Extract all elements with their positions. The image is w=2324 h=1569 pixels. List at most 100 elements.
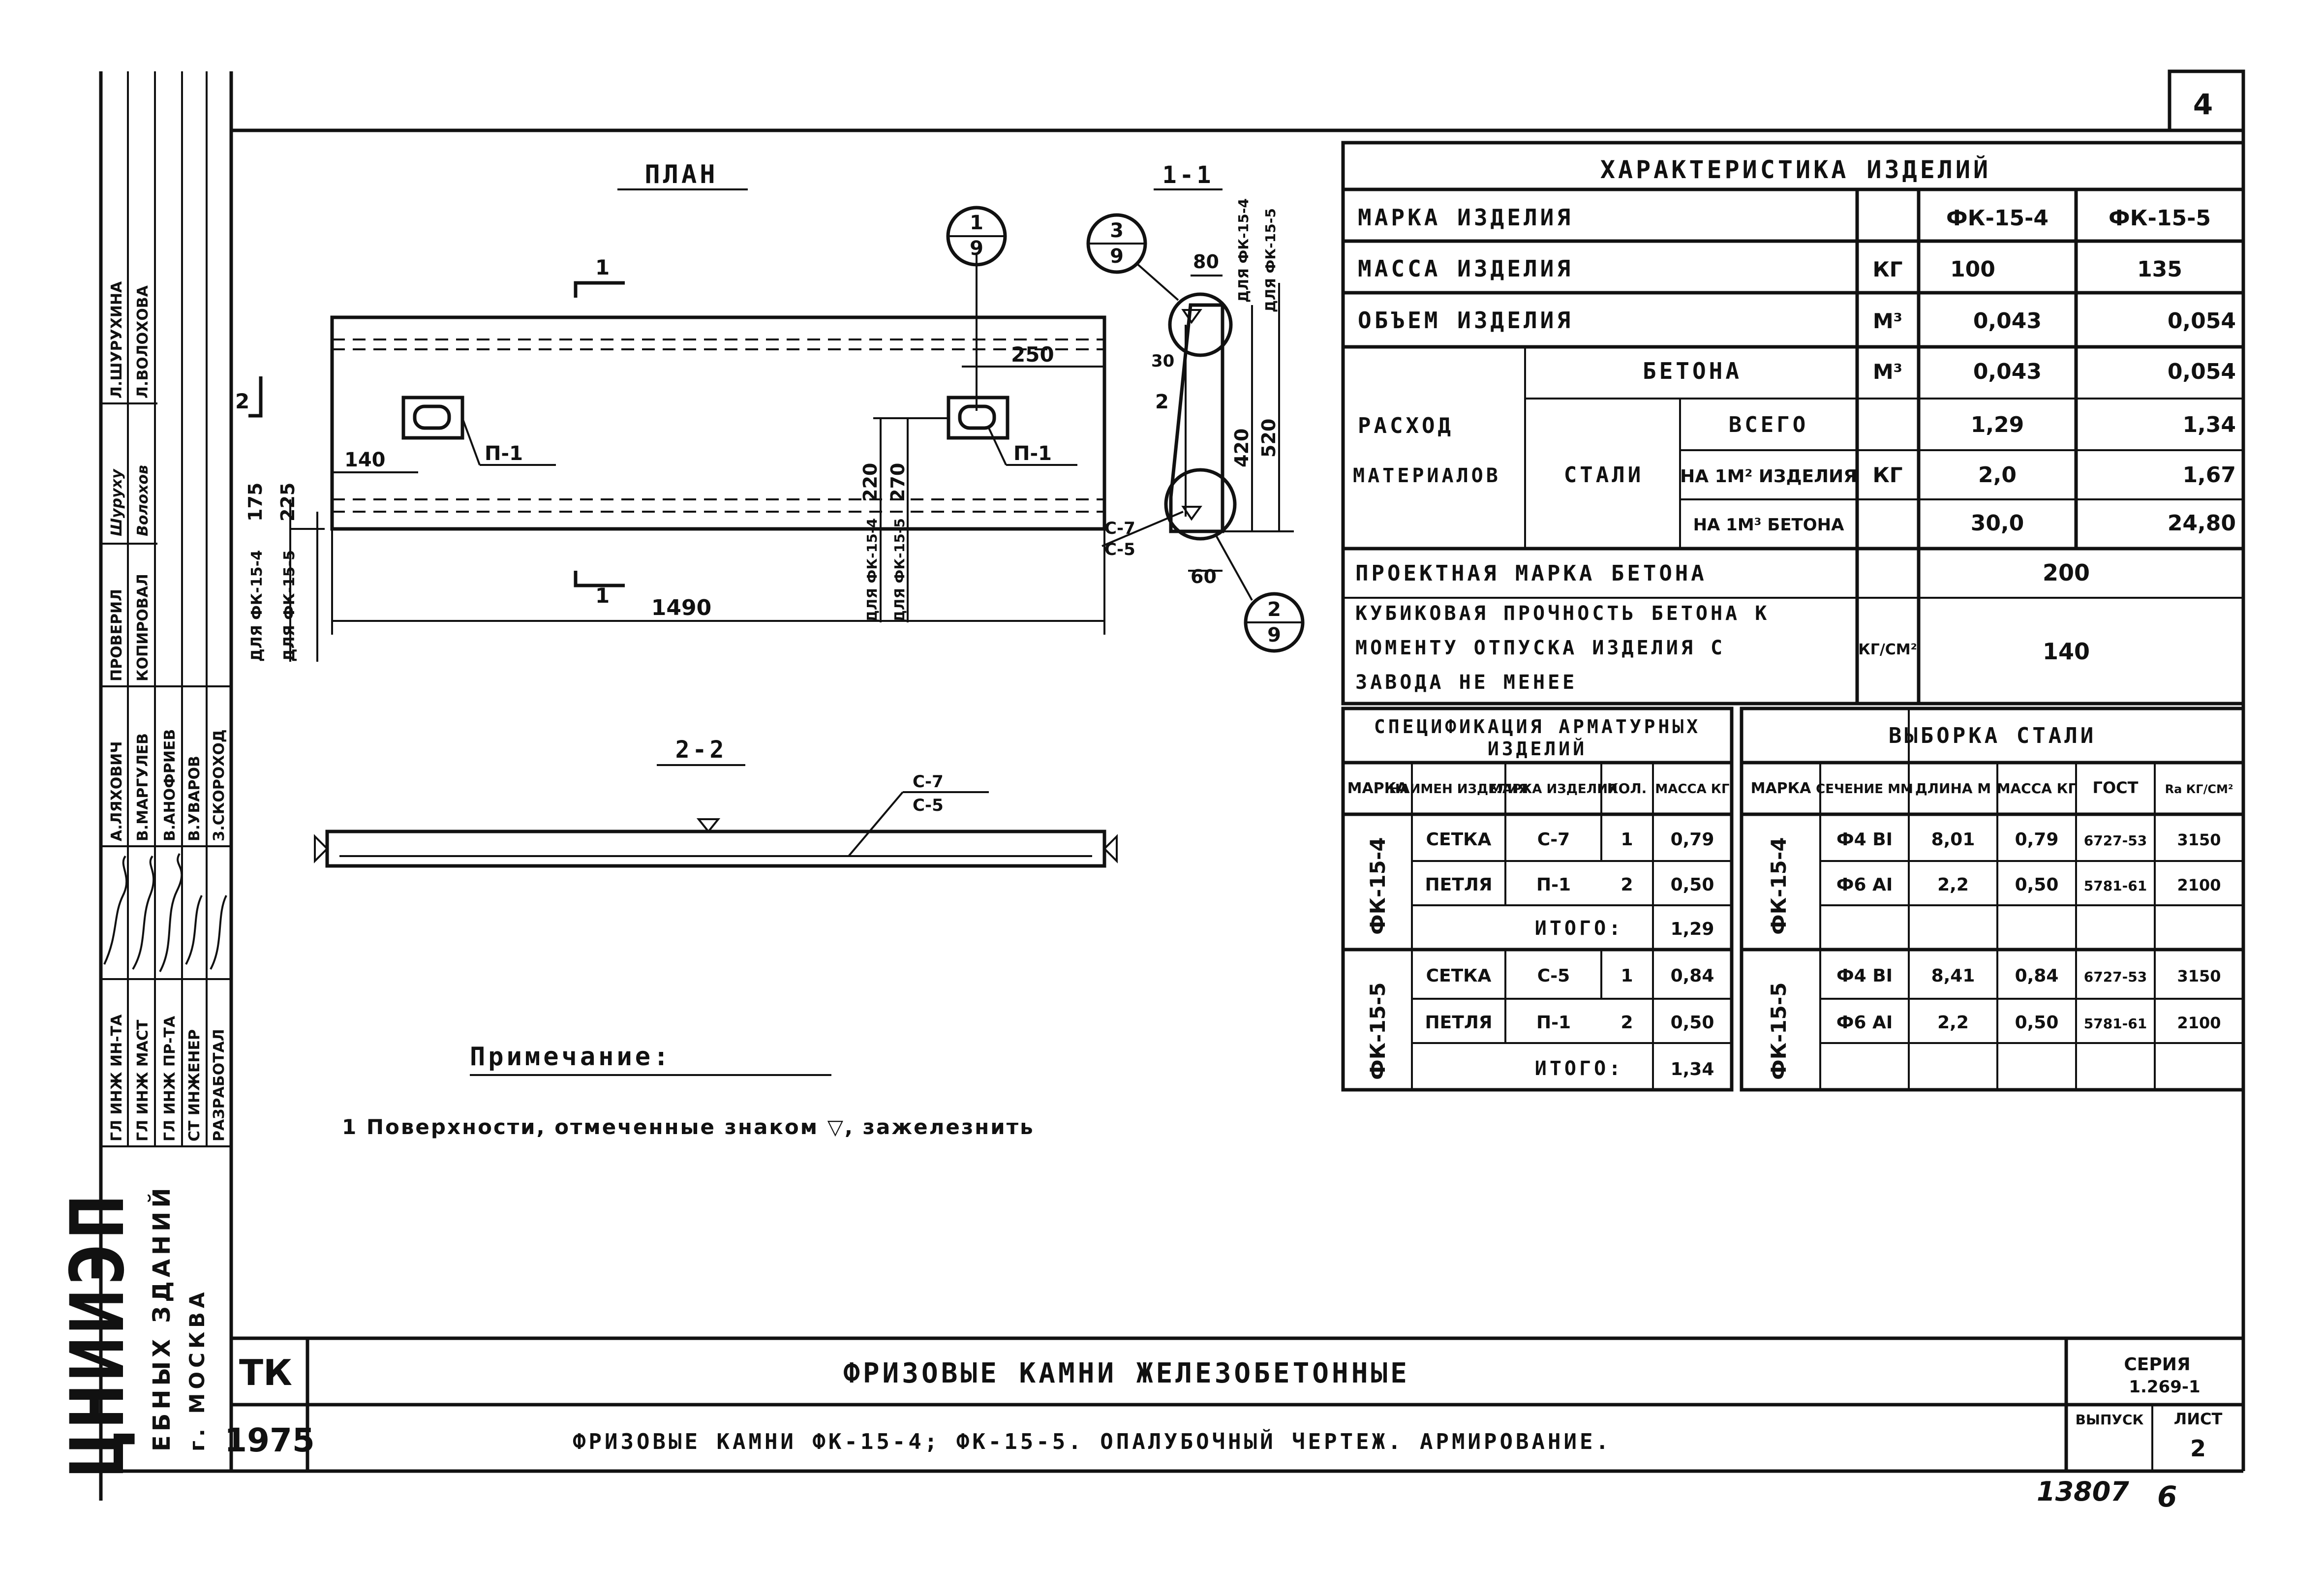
- title-block-grid: [231, 1336, 2243, 1471]
- char-volume-unit: М³: [1873, 309, 1902, 333]
- char-steel-unit: КГ: [1872, 463, 1902, 487]
- plan-dim-1490: 1490: [651, 595, 711, 620]
- char-steel-total-label: ВСЕГО: [1729, 412, 1808, 437]
- plan-cut-2: 2: [235, 389, 249, 413]
- char-concrete-fk155: 0,054: [2168, 359, 2236, 384]
- title-block-title: ФРИЗОВЫЕ КАМНИ ЖЕЛЕЗОБЕТОННЫЕ: [843, 1357, 1410, 1389]
- section22-title: 2-2: [675, 736, 727, 764]
- steel-g1-r1-ra: 3150: [2177, 831, 2221, 849]
- char-mark-label: МАРКА ИЗДЕЛИЯ: [1358, 204, 1573, 231]
- check-name-1: Л.ШУРУХИНА: [108, 281, 125, 399]
- char-grade-value: 200: [2043, 559, 2090, 586]
- plan-dim-140: 140: [344, 449, 386, 471]
- steel-g2-r1-section: Ф4 ВI: [1836, 966, 1893, 986]
- section11-callout2-top: 2: [1267, 598, 1281, 621]
- section11-dim-420: 420: [1231, 429, 1253, 467]
- name-4: В.УВАРОВ: [186, 756, 203, 841]
- steel-g2-r2-mass: 0,50: [2015, 1013, 2059, 1033]
- steel-header-gost: ГОСТ: [2093, 778, 2139, 797]
- char-table-grid: [1341, 141, 2245, 706]
- spec-g2-r2-name: ПЕТЛЯ: [1425, 1013, 1493, 1033]
- char-steel-total-fk154: 1,29: [1971, 412, 2024, 437]
- plan-for-fk154-left: ДЛЯ ФК-15-4: [248, 550, 266, 662]
- section11-label-2: 2: [1155, 391, 1169, 413]
- char-strength-line2: МОМЕНТУ ОТПУСКА ИЗДЕЛИЯ С: [1355, 637, 1725, 659]
- spec-g2-r1-qty: 1: [1621, 966, 1633, 986]
- spec-title-1: СПЕЦИФИКАЦИЯ АРМАТУРНЫХ: [1374, 716, 1701, 738]
- check-role-2: КОПИРОВАЛ: [134, 574, 152, 681]
- section11-title: 1-1: [1162, 161, 1214, 189]
- plan-view: [248, 206, 1106, 662]
- char-volume-label: ОБЪЕМ ИЗДЕЛИЯ: [1358, 307, 1573, 334]
- char-mass-fk155: 135: [2137, 257, 2182, 282]
- signature-check: Шуруху: [108, 468, 125, 536]
- plan-loop-label-left: П-1: [485, 442, 523, 465]
- series-value: 1.269-1: [2129, 1377, 2200, 1397]
- char-strength-line1: КУБИКОВАЯ ПРОЧНОСТЬ БЕТОНА К: [1355, 602, 1770, 625]
- spec-g1-r2-name: ПЕТЛЯ: [1425, 875, 1493, 895]
- page-number: 4: [2193, 88, 2213, 121]
- char-volume-fk154: 0,043: [1973, 308, 2042, 334]
- name-5: З.СКОРОХОД: [211, 729, 228, 841]
- spec-g2-r1-name: СЕТКА: [1426, 966, 1492, 986]
- spec-g2-r1-item: С-5: [1537, 966, 1570, 986]
- char-mass-label: МАССА ИЗДЕЛИЯ: [1358, 255, 1573, 282]
- section11-callout3-bottom: 9: [1110, 245, 1124, 268]
- institute-sub2: г. МОСКВА: [185, 1288, 209, 1451]
- steel-g2-r2-length: 2,2: [1937, 1013, 1969, 1033]
- spec-table-grid: [1341, 707, 1734, 1092]
- section11-view: [1086, 213, 1305, 653]
- plan-cut-1-bottom: 1: [595, 584, 610, 608]
- section11-mesh-c7: С-7: [1104, 519, 1135, 538]
- series-label: СЕРИЯ: [2124, 1354, 2190, 1375]
- spec-g1-r2-item: П-1: [1536, 875, 1571, 895]
- spec-g1-r2-mass: 0,50: [1671, 875, 1714, 895]
- role-5: РАЗРАБОТАЛ: [211, 1029, 228, 1141]
- institute-name: ЦНИИЭП: [55, 1192, 141, 1476]
- plan-for-fk154-mid: ДЛЯ ФК-15-4: [864, 518, 880, 622]
- archive-suffix: 6: [2157, 1480, 2177, 1513]
- steel-g1-r1-length: 8,01: [1931, 830, 1975, 850]
- spec-g1-r1-item: С-7: [1537, 830, 1570, 850]
- section11-callout2-bottom: 9: [1267, 624, 1281, 646]
- steel-g1-r2-ra: 2100: [2177, 876, 2221, 894]
- plan-dim-175: 175: [245, 483, 266, 522]
- spec-g2-r2-qty: 2: [1621, 1013, 1633, 1033]
- steel-title: ВЫБОРКА СТАЛИ: [1889, 723, 2096, 748]
- char-mass-unit: КГ: [1872, 257, 1902, 281]
- char-strength-unit: КГ/СМ²: [1858, 641, 1917, 658]
- signature-copy: Волохов: [134, 465, 152, 536]
- section11-dim-80: 80: [1193, 251, 1219, 273]
- section22-mesh-c5: С-5: [913, 796, 944, 815]
- char-consumption-2: МАТЕРИАЛОВ: [1353, 464, 1501, 487]
- steel-header-section: СЕЧЕНИЕ ММ: [1816, 782, 1913, 797]
- section11-dim-520: 520: [1258, 419, 1280, 458]
- plan-dim-220: 220: [859, 463, 881, 502]
- char-steel-per-concrete-label: НА 1М³ БЕТОНА: [1693, 515, 1845, 535]
- steel-g2-r1-ra: 3150: [2177, 967, 2221, 985]
- steel-g2-r1-length: 8,41: [1931, 966, 1975, 986]
- check-list: ПРОВЕРИЛ КОПИРОВАЛ Л.ШУРУХИНА Л.ВОЛОХОВА…: [108, 281, 152, 681]
- spec-header-name: НАИМЕН ИЗДЕЛИЯ: [1389, 782, 1529, 797]
- steel-g1-r1-gost: 6727-53: [2084, 832, 2147, 849]
- char-steel-label: СТАЛИ: [1564, 462, 1644, 488]
- role-4: СТ ИНЖЕНЕР: [186, 1029, 203, 1141]
- plan-dim-225: 225: [277, 483, 299, 522]
- section22-mesh-c7: С-7: [913, 772, 944, 792]
- plan-dim-270: 270: [887, 463, 909, 502]
- steel-g1-r2-length: 2,2: [1937, 875, 1969, 895]
- char-steel-concrete-fk155: 24,80: [2168, 511, 2236, 536]
- plan-for-fk155-left: ДЛЯ ФК-15-5: [281, 550, 298, 662]
- spec-g1-r2-qty: 2: [1621, 875, 1633, 895]
- char-consumption-1: РАСХОД: [1358, 413, 1454, 438]
- plan-for-fk155-mid: ДЛЯ ФК-15-5: [891, 518, 908, 622]
- steel-header-ra: Ra КГ/СМ²: [2165, 782, 2233, 796]
- char-strength-value: 140: [2043, 638, 2090, 665]
- char-steel-total-fk155: 1,34: [2182, 412, 2236, 437]
- steel-g2-r2-ra: 2100: [2177, 1014, 2221, 1032]
- spec-g1-total: 1,29: [1671, 919, 1714, 939]
- plan-cut-1: 1: [595, 255, 610, 279]
- spec-g1-r1-qty: 1: [1621, 830, 1633, 850]
- spec-header-mark: МАРКА: [1347, 780, 1408, 797]
- steel-header-length: ДЛИНА М: [1915, 780, 1991, 797]
